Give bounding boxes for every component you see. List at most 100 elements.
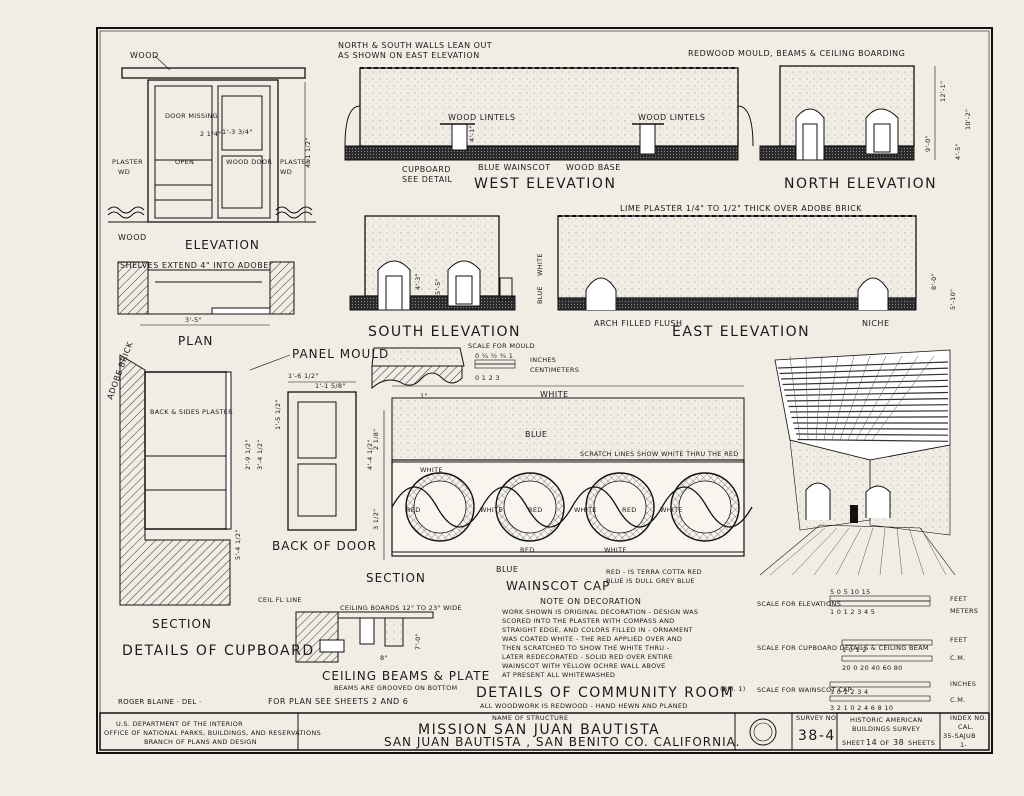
inches-label-2: INCHES <box>950 680 976 688</box>
delineator: ROGER BLAINE · DEL · <box>118 698 202 706</box>
cupboard-label: CUPBOARD <box>402 165 451 174</box>
cupboard-width-dim: 1'-3 3/4" <box>222 128 253 136</box>
ceiling-beams-title: CEILING BEAMS & PLATE <box>322 669 490 683</box>
note-title: NOTE ON DECORATION <box>540 597 641 606</box>
scale-mould-label: SCALE FOR MOULD <box>468 342 535 350</box>
elev-meter-ticks: 1 0 1 2 3 4 5 <box>830 608 875 616</box>
scale-wain-label: SCALE FOR WAINSCOT CAP <box>757 686 852 694</box>
inches-label: INCHES <box>530 356 556 364</box>
habs-seal-icon <box>749 718 777 746</box>
wainscot-dim-b: 3 1/2" <box>372 509 380 530</box>
note-line: AT PRESENT ALL WHITEWASHED <box>502 671 615 679</box>
wd-left-label: WD <box>118 168 130 176</box>
wd-right-label: WD <box>280 168 292 176</box>
wood-base-label: WOOD BASE <box>566 163 621 172</box>
band-word: WHITE <box>604 546 627 554</box>
index-label: INDEX NO. <box>950 714 987 722</box>
cupboard-section: ADOBE BRICK BACK & SIDES PLASTER 2'-9 1/… <box>105 340 313 659</box>
east-dim-1: 8'-0" <box>930 273 938 290</box>
wainscot-section-label: SECTION <box>366 571 426 585</box>
wain-inch-ticks: 1 0 1 2 3 4 <box>830 688 868 696</box>
door-missing-label: DOOR MISSING <box>165 112 218 120</box>
title-block: U.S. DEPARTMENT OF THE INTERIOR OFFICE O… <box>99 712 990 751</box>
scale-bars: SCALE FOR ELEVATIONS 5 0 5 10 15 1 0 1 2… <box>757 588 978 712</box>
door-dim-e: 1'-5 1/2" <box>274 399 282 430</box>
east-blue-label: BLUE <box>536 286 544 304</box>
north-elevation: 12'-1" 10'-2" 9'-0" 4'-5" NORTH ELEVATIO… <box>759 65 972 192</box>
cup-feet-ticks: 1 0 1 2 <box>842 646 867 654</box>
north-dim-1: 12'-1" <box>939 81 947 102</box>
elev-scale-bar-meters <box>829 600 931 607</box>
panel-mould-label: PANEL MOULD <box>292 347 389 361</box>
band-word: WHITE <box>574 506 597 514</box>
survey-no-label: SURVEY NO. <box>796 714 838 722</box>
wainscot-cap-title: WAINSCOT CAP <box>506 579 610 593</box>
sheet-of: OF <box>880 739 889 747</box>
north-elevation-title: NORTH ELEVATION <box>784 176 937 192</box>
arch-filled-label: ARCH FILLED FLUSH <box>594 319 683 328</box>
south-elevation-title: SOUTH ELEVATION <box>368 324 521 340</box>
scale-elev-label: SCALE FOR ELEVATIONS <box>757 600 841 608</box>
index-line-1: CAL. <box>958 723 974 731</box>
band-word: WHITE <box>480 506 503 514</box>
wainscot-dim-d: 1" <box>420 392 428 400</box>
cup-scale-bar-cm <box>841 655 933 662</box>
survey-number: 38-4 <box>798 728 836 744</box>
wainscot-cap: WHITE BLUE SCRATCH LINES SHOW WHITE THRU… <box>366 385 753 593</box>
wainscot-scrolls <box>391 472 753 542</box>
walls-note-1: NORTH & SOUTH WALLS LEAN OUT <box>338 41 492 50</box>
east-elevation-title: EAST ELEVATION <box>672 324 810 340</box>
cupboard-depth-dim: 2 1/4" <box>200 130 221 138</box>
cupboard-plan: SHELVES EXTEND 4" INTO ADOBE 3'-5" PLAN <box>117 261 295 348</box>
wain-cm-ticks: 3 2 1 0 2 4 6 8 10 <box>830 704 893 712</box>
note-line: STRAIGHT EDGE, AND COLORS FILLED IN - OR… <box>502 626 693 634</box>
wain-scale-bar-cm <box>829 695 931 702</box>
ceiling-dim-2: 8" <box>380 654 388 662</box>
south-elevation: 4'-3" 5'-5" SOUTH ELEVATION <box>349 215 521 340</box>
mould-cm-nums: 0 1 2 3 <box>475 374 500 382</box>
niche-label: NICHE <box>862 319 890 328</box>
door-dim-a: 1'-6 1/2" <box>288 372 319 380</box>
beams-grooved-note: BEAMS ARE GROOVED ON BOTTOM <box>334 684 457 692</box>
sheet-prefix: SHEET <box>842 739 865 747</box>
east-dim-2: 5'-10" <box>949 289 957 310</box>
dept-line-3: BRANCH OF PLANS AND DESIGN <box>144 738 257 746</box>
back-of-door-title: BACK OF DOOR <box>272 539 377 553</box>
drawing-footer: ROGER BLAINE · DEL · FOR PLAN SEE SHEETS… <box>118 685 746 710</box>
walls-note-2: AS SHOWN ON EAST ELEVATION <box>338 51 480 60</box>
redwood-mould-note: REDWOOD MOULD, BEAMS & CEILING BOARDING <box>688 49 905 58</box>
ceil-fl-line-label: CEIL FL LINE <box>258 596 302 604</box>
band-word: WHITE <box>420 466 443 474</box>
mould-scale-bar <box>474 359 516 369</box>
south-dim-1: 4'-3" <box>414 273 422 290</box>
cup-cm-ticks: 20 0 20 40 60 80 <box>842 664 903 672</box>
cupboard-plan-title: PLAN <box>178 334 213 348</box>
west-dim-1: 4'-1" <box>468 125 476 142</box>
note-line: LATER REDECORATED - SOLID RED OVER ENTIR… <box>502 653 673 661</box>
wain-scale-bar-inches <box>829 681 931 688</box>
structure-location: SAN JUAN BAUTISTA , SAN BENITO CO. CALIF… <box>384 735 740 749</box>
wood-lintels-right: WOOD LINTELS <box>638 113 705 122</box>
name-of-structure-label: NAME OF STRUCTURE <box>492 714 568 722</box>
shelves-note: SHELVES EXTEND 4" INTO ADOBE <box>120 261 269 270</box>
room-ref: (RM. 1) <box>720 685 746 693</box>
meters-label: METERS <box>950 607 978 615</box>
note-line: WAINSCOT WITH YELLOW OCHRE WALL ABOVE <box>502 662 666 670</box>
wood-label-bottom: WOOD <box>118 233 147 242</box>
structure-name: MISSION SAN JUAN BAUTISTA <box>418 722 660 738</box>
cm-label-2: C.M. <box>950 696 965 704</box>
elev-feet-ticks: 5 0 5 10 15 <box>830 588 871 596</box>
door-dim-c: 3'-4 1/2" <box>256 439 264 470</box>
elev-scale-bar-feet <box>829 595 931 602</box>
cupboard-height-dim: 4'-1 1/2" <box>304 137 312 168</box>
woodwork-note: ALL WOODWORK IS REDWOOD - HAND HEWN AND … <box>480 702 688 710</box>
cup-scale-bar-feet <box>841 639 933 646</box>
ceiling-beams-detail: CEIL FL LINE CEILING BOARDS 12" TO 23" W… <box>258 596 490 692</box>
section-dim-1: 2'-9 1/2" <box>244 439 252 470</box>
open-label: OPEN <box>175 158 194 166</box>
east-white-label: WHITE <box>536 253 544 276</box>
scroll-inner <box>678 480 732 534</box>
note-line: THEN SCRATCHED TO SHOW THE WHITE THRU - <box>501 644 670 652</box>
back-of-door: 1'-6 1/2" 1'-1 5/8" 3'-4 1/2" 4'-4 1/2" … <box>249 347 389 553</box>
wainscot-blue-mid: BLUE <box>525 430 547 439</box>
